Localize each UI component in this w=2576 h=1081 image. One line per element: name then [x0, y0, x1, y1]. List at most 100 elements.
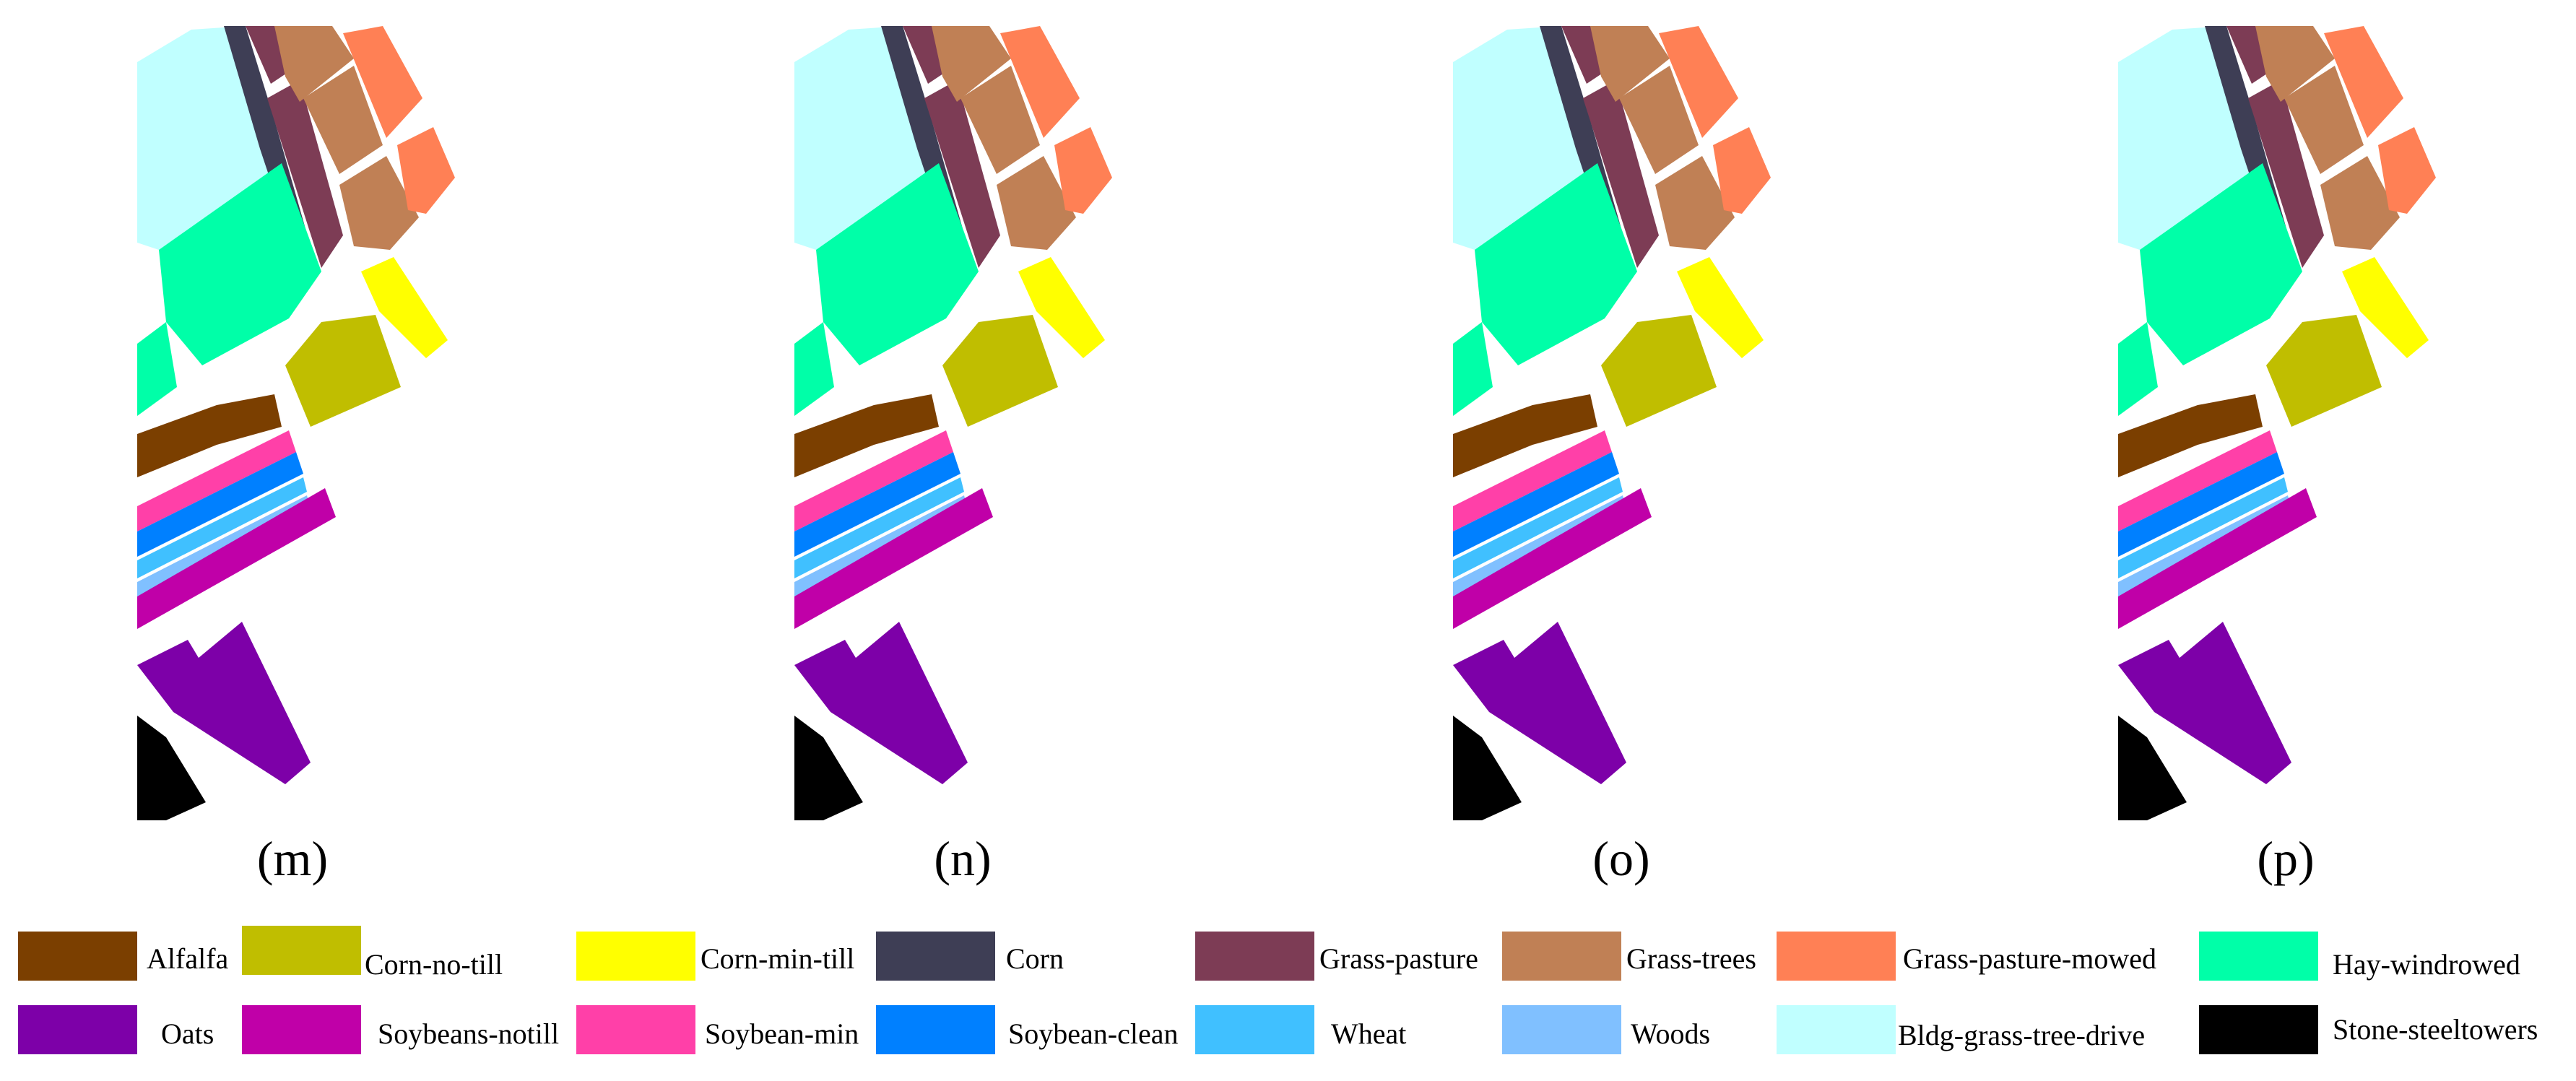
- field-wheat: [2118, 477, 2288, 578]
- field-grass-trees: [303, 66, 383, 174]
- field-soybean-min: [2118, 430, 2277, 531]
- legend-swatch: [1777, 932, 1896, 981]
- legend-label: Hay-windrowed: [2333, 948, 2520, 981]
- field-hay-windrowed: [816, 163, 979, 365]
- field-corn-no-till: [285, 315, 401, 427]
- legend-swatch: [18, 932, 137, 981]
- legend-swatch: [876, 932, 995, 981]
- legend-label: Oats: [161, 1017, 214, 1050]
- classification-map-p: [2118, 26, 2458, 820]
- field-corn-min-till: [2342, 257, 2429, 358]
- legend-swatch: [1502, 1005, 1621, 1054]
- field-soybean-min: [137, 430, 296, 531]
- legend-swatch: [242, 926, 361, 975]
- field-hay-windrowed: [794, 322, 834, 416]
- legend-label: Corn-min-till: [701, 942, 855, 975]
- field-woods: [1453, 495, 1626, 596]
- field-grass-trees: [339, 156, 419, 250]
- legend-label: Grass-pasture-mowed: [1903, 942, 2156, 975]
- field-grass-trees: [1590, 26, 1670, 102]
- field-grass-pasture-mowed: [1659, 26, 1738, 138]
- classification-map-m: [137, 26, 477, 820]
- field-wheat: [137, 477, 307, 578]
- field-corn-min-till: [1677, 257, 1764, 358]
- field-stone-steeltowers: [794, 716, 863, 820]
- panel-label-n: (n): [934, 831, 992, 886]
- legend-swatch: [576, 1005, 695, 1054]
- legend-label: Corn-no-till: [365, 948, 503, 981]
- field-corn-no-till: [942, 315, 1058, 427]
- field-grass-pasture-mowed: [343, 26, 422, 138]
- legend-label: Woods: [1631, 1017, 1711, 1050]
- field-hay-windrowed: [2140, 163, 2302, 365]
- field-grass-trees: [2284, 66, 2364, 174]
- field-grass-pasture: [903, 26, 950, 84]
- field-woods: [137, 495, 311, 596]
- legend-swatch: [18, 1005, 137, 1054]
- field-corn-no-till: [1601, 315, 1717, 427]
- field-grass-pasture: [1583, 80, 1659, 268]
- field-grass-trees: [1655, 156, 1735, 250]
- field-alfalfa: [1453, 394, 1597, 477]
- panel-label-p: (p): [2257, 831, 2315, 886]
- field-grass-trees: [2320, 156, 2400, 250]
- legend-label: Stone-steeltowers: [2333, 1013, 2538, 1046]
- field-woods: [794, 495, 968, 596]
- legend-swatch: [876, 1005, 995, 1054]
- legend-swatch: [1777, 1005, 1896, 1054]
- field-grass-pasture-mowed: [2324, 26, 2403, 138]
- legend-label: Alfalfa: [147, 942, 229, 975]
- field-oats: [794, 622, 968, 784]
- field-grass-trees: [997, 156, 1076, 250]
- legend-swatch: [2199, 932, 2318, 981]
- field-grass-trees: [274, 26, 354, 102]
- field-stone-steeltowers: [1453, 716, 1522, 820]
- legend-swatch: [1195, 1005, 1314, 1054]
- field-corn-min-till: [361, 257, 448, 358]
- legend-label: Grass-trees: [1626, 942, 1756, 975]
- legend-swatch: [1502, 932, 1621, 981]
- legend-swatch: [1195, 932, 1314, 981]
- field-wheat: [794, 477, 964, 578]
- field-grass-pasture-mowed: [1713, 127, 1771, 214]
- field-soybean-min: [1453, 430, 1612, 531]
- legend-swatch: [576, 932, 695, 981]
- field-soybeans-notill: [794, 488, 993, 629]
- field-grass-trees: [932, 26, 1011, 102]
- field-woods: [2118, 495, 2291, 596]
- legend-label: Wheat: [1331, 1017, 1407, 1050]
- field-corn-no-till: [2266, 315, 2382, 427]
- field-grass-pasture-mowed: [1054, 127, 1112, 214]
- panel-label-m: (m): [256, 831, 329, 886]
- field-oats: [2118, 622, 2291, 784]
- field-hay-windrowed: [2118, 322, 2158, 416]
- field-oats: [1453, 622, 1626, 784]
- field-stone-steeltowers: [2118, 716, 2187, 820]
- field-grass-pasture: [2226, 26, 2273, 84]
- panel-label-o: (o): [1592, 831, 1650, 886]
- field-grass-pasture: [2248, 80, 2324, 268]
- legend-swatch: [2199, 1005, 2318, 1054]
- legend-label: Bldg-grass-tree-drive: [1898, 1019, 2146, 1051]
- field-stone-steeltowers: [137, 716, 206, 820]
- field-soybean-clean: [1453, 452, 1619, 557]
- field-soybean-clean: [137, 452, 303, 557]
- legend-label: Corn: [1006, 942, 1064, 975]
- field-corn-min-till: [1018, 257, 1105, 358]
- field-grass-pasture: [1561, 26, 1608, 84]
- field-hay-windrowed: [1475, 163, 1637, 365]
- field-grass-pasture-mowed: [2378, 127, 2436, 214]
- field-soybeans-notill: [2118, 488, 2317, 629]
- field-soybeans-notill: [137, 488, 336, 629]
- field-soybean-clean: [2118, 452, 2284, 557]
- classification-map-o: [1453, 26, 1792, 820]
- field-soybean-clean: [794, 452, 960, 557]
- field-grass-pasture-mowed: [1000, 26, 1080, 138]
- field-hay-windrowed: [1453, 322, 1493, 416]
- legend-label: Grass-pasture: [1319, 942, 1478, 975]
- field-grass-trees: [1619, 66, 1699, 174]
- legend-swatch: [242, 1005, 361, 1054]
- field-grass-pasture: [924, 80, 1000, 268]
- field-hay-windrowed: [159, 163, 321, 365]
- field-oats: [137, 622, 311, 784]
